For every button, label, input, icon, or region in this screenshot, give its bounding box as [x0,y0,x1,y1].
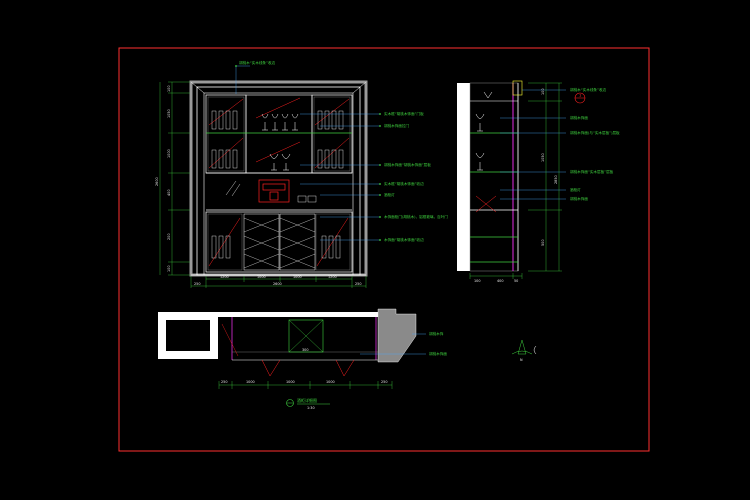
sheet-border [118,47,650,452]
side-note-1: 胡桃木饰面 [570,115,588,120]
front-dim-o1: 2600 [273,282,282,286]
side-dim-r0: 100 [541,89,545,95]
front-note-0: 胡桃木“实木线条”收边 [239,60,275,65]
front-dim-l5: 100 [167,266,171,272]
front-dim-l3: 400 [167,190,171,196]
front-dim-l2: 1000 [167,149,171,158]
drawing-title: 酒柜详细图 1:30 [286,397,330,410]
section-marker-label: 1 [579,94,581,98]
front-dim-l1: 1050 [167,109,171,118]
side-note-5: 胡桃木饰面 [570,196,588,201]
plan-note-1: 胡桃木饰面 [429,351,447,356]
side-note-4: 酒柜灯 [570,187,581,192]
front-dim-l4: 200 [167,234,171,240]
side-note-2: 胡桃木饰面(与“实木层板”)层板 [570,130,620,135]
front-dim-ltotal: 2600 [155,177,159,186]
side-dim-r2: 2850 [554,175,558,184]
front-dim-o2: 250 [355,282,361,286]
drawing-title-scale: 1:30 [307,406,315,410]
front-note-5: 酒柜灯 [384,192,395,197]
front-note-6: 木饰面柜门(胡桃木)，铝框玻璃，百叶门 [384,214,448,219]
front-dim-b1: 1000 [257,275,266,279]
plan-dim-0: 250 [221,380,227,384]
front-note-4: 实木框“胡桃木饰面”收边 [384,181,424,186]
section-marker-icon: 1 [574,92,586,104]
drawing-title-text: 酒柜详细图 [297,397,317,403]
plan-dim-4: 250 [381,380,387,384]
plan-view: 300 胡桃木饰 胡桃木饰面 250 1000 1000 1000 250 [158,308,447,389]
side-dim-b1: 400 [497,279,503,283]
side-dim-b2: 50 [514,279,518,283]
front-dim-b0: 1200 [220,275,229,279]
side-note-0: 胡桃木“实木线条”收边 [570,87,606,92]
front-note-1: 实木框“胡桃木饰面”门板 [384,111,424,116]
plan-dim-2: 1000 [286,380,295,384]
plan-dim-1: 1000 [246,380,255,384]
side-section: 胡桃木“实木线条”收边 胡桃木饰面 胡桃木饰面(与“实木层板”)层板 胡桃木饰面… [457,80,620,283]
front-dim-b3: 1200 [328,275,337,279]
front-dim-o0: 250 [194,282,200,286]
plan-dim-3: 1000 [326,380,335,384]
side-note-3: 胡桃木饰面“实木层板”层板 [570,169,614,174]
front-note-7: 木饰面“胡桃木饰面”收边 [384,237,424,242]
side-dim-r3: 500 [541,240,545,246]
north-arrow-icon: N [511,339,537,362]
title-marker-icon [286,399,294,407]
front-note-2: 胡桃木饰面拉门 [384,123,410,128]
front-dim-l0: 100 [167,86,171,92]
side-dim-b0: 100 [474,279,480,283]
front-dim-b2: 1000 [293,275,302,279]
side-dim-r1: 1050 [541,153,545,162]
north-arrow-label: N [520,358,523,362]
plan-note-0: 胡桃木饰 [429,331,444,336]
front-note-3: 胡桃木饰面“胡桃木饰面”层板 [384,162,431,167]
plan-center-label: 300 [302,348,308,352]
front-elevation: 胡桃木“实木线条”收边 实木框“胡桃木饰面”门板 胡桃木饰面拉门 胡桃木饰面“胡… [155,60,448,288]
